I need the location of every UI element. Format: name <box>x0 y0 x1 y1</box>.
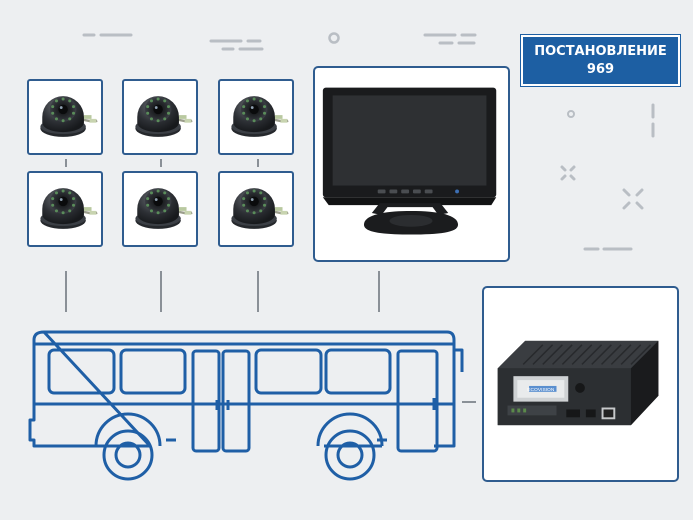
connector-tick <box>65 159 67 167</box>
connector-tick <box>257 159 259 167</box>
connector-line <box>65 271 67 312</box>
connector-line <box>462 401 476 403</box>
camera-tile <box>122 79 198 155</box>
camera-tile <box>218 171 294 247</box>
badge-title: ПОСТАНОВЛЕНИЕ <box>534 44 667 59</box>
svg-text:ECOVISION: ECOVISION <box>527 387 555 393</box>
dvr-brand-label: ECOVISION <box>527 387 555 393</box>
lcd-monitor-icon <box>322 87 497 235</box>
monitor-tile <box>313 66 510 262</box>
connector-line <box>160 271 162 312</box>
camera-tile <box>122 171 198 247</box>
badge-number: 969 <box>586 62 615 77</box>
connector-tick <box>160 159 162 167</box>
connector-line <box>378 271 380 312</box>
camera-tile <box>27 79 103 155</box>
dvr-recorder-icon: ECOVISION <box>497 340 659 426</box>
camera-tile <box>27 171 103 247</box>
dvr-tile: ECOVISION <box>482 286 679 482</box>
regulation-badge: ПОСТАНОВЛЕНИЕ 969 <box>520 34 681 87</box>
camera-tile <box>218 79 294 155</box>
connector-line <box>257 271 259 312</box>
